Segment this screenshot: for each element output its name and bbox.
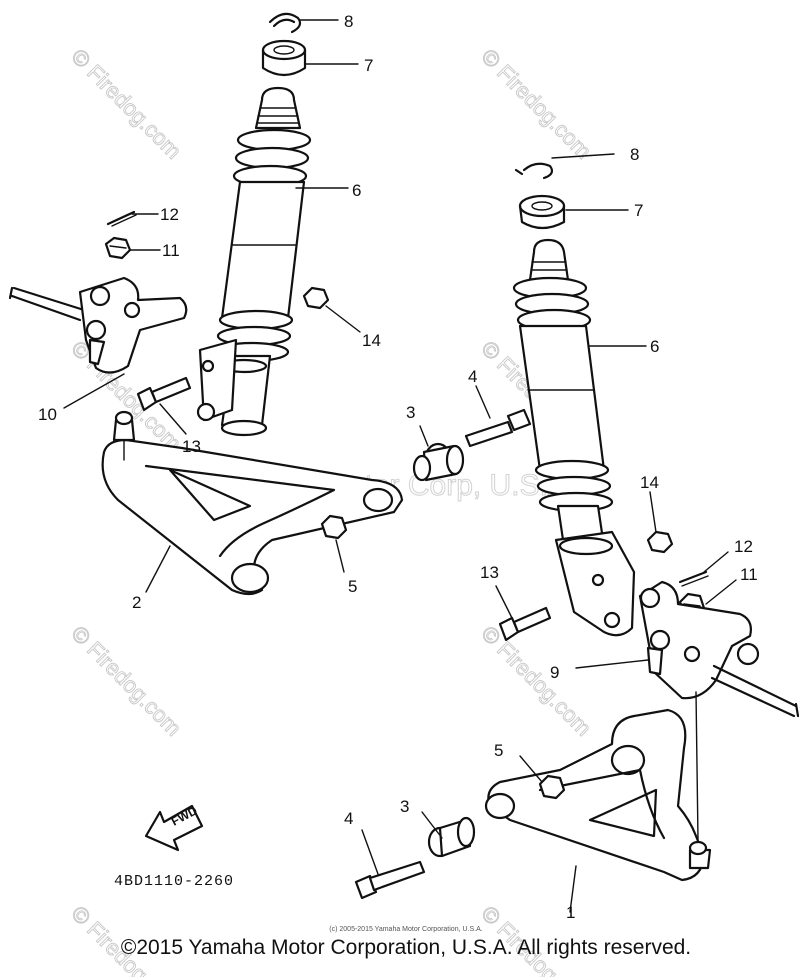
bolt-4-center — [464, 408, 532, 448]
callout-2: 2 — [132, 593, 141, 612]
lower-arm-2-left — [101, 410, 404, 596]
callout-7: 7 — [364, 56, 373, 75]
castle-nut-11-left — [104, 236, 132, 260]
callout-14: 14 — [362, 331, 381, 350]
callout-6: 6 — [352, 181, 361, 200]
bushing-3-center — [412, 442, 465, 482]
callout-1: 1 — [566, 903, 575, 922]
small-copyright: (c) 2005-2015 Yamaha Motor Corporation, … — [329, 926, 482, 933]
footer-copyright: ©2015 Yamaha Motor Corporation, U.S.A. A… — [120, 936, 692, 959]
steering-knuckle-right — [638, 580, 800, 718]
callout-8: 8 — [630, 145, 639, 164]
callout-3: 3 — [406, 403, 415, 422]
callout-6: 6 — [650, 337, 659, 356]
callout-3: 3 — [400, 797, 409, 816]
callout-13: 13 — [182, 437, 201, 456]
bolt-13-left — [136, 376, 192, 412]
diagram-code: 4BD1110-2260 — [114, 873, 234, 890]
nut-5-right — [538, 774, 566, 800]
callout-labels: 8 7 6 12 11 14 10 13 2 5 3 4 8 7 6 14 13… — [38, 12, 758, 922]
cotter-pin-12-left — [106, 210, 137, 227]
callout-14: 14 — [640, 473, 659, 492]
steering-knuckle-left — [8, 276, 188, 374]
callout-12: 12 — [160, 205, 179, 224]
callout-9: 9 — [550, 663, 559, 682]
circlip-8-left — [268, 12, 302, 34]
stopper-7-left — [261, 39, 307, 77]
nut-14-right — [646, 530, 674, 554]
circlip-8-right — [514, 162, 554, 180]
watermark-firedog: © Firedog.com — [66, 621, 186, 741]
watermark-firedog: © Firedog.com — [66, 44, 186, 164]
callout-8: 8 — [344, 12, 353, 31]
bolt-13-right — [498, 606, 552, 642]
callout-11: 11 — [740, 565, 758, 584]
watermark-firedog: © Firedog.com — [476, 44, 596, 164]
callout-13: 13 — [480, 563, 499, 582]
nut-5-left — [320, 514, 348, 540]
nut-14-left — [302, 286, 330, 310]
shock-absorber-6-left — [196, 86, 312, 437]
callout-10: 10 — [38, 405, 57, 424]
callout-7: 7 — [634, 201, 643, 220]
shock-absorber-6-right — [512, 238, 636, 637]
callout-5: 5 — [348, 577, 357, 596]
callout-11: 11 — [162, 241, 180, 260]
cotter-pin-12-right — [678, 570, 709, 587]
leader-lines — [63, 19, 737, 913]
stopper-7-right — [518, 194, 566, 230]
callout-4: 4 — [468, 367, 477, 386]
callout-5: 5 — [494, 741, 503, 760]
callout-4: 4 — [344, 809, 353, 828]
forward-arrow-icon: FWD — [144, 803, 204, 852]
bushing-3-right — [427, 816, 476, 858]
lower-arm-1-right — [484, 708, 712, 882]
bolt-4-right — [354, 860, 426, 900]
callout-12: 12 — [734, 537, 753, 556]
watermark-firedog: © Firedog.com — [476, 621, 596, 741]
